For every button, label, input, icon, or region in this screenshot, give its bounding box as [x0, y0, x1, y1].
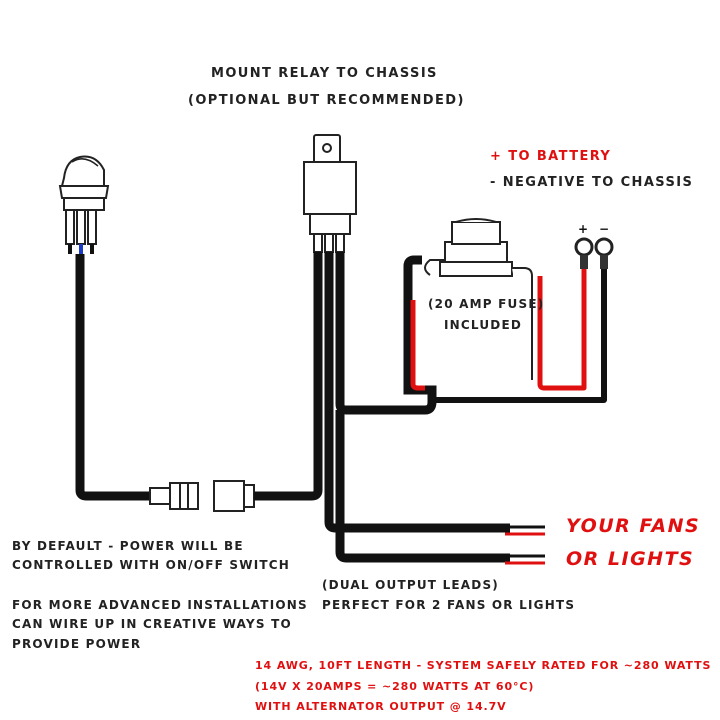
ring-terminals [574, 237, 614, 269]
spec-note-line2: (14V X 20AMPS = ~280 WATTS AT 60°C) [255, 680, 535, 693]
output-leads [505, 525, 545, 565]
relay-note-line1: MOUNT RELAY TO CHASSIS [211, 66, 438, 81]
fuse-note-line2: INCLUDED [444, 318, 522, 332]
relay [303, 134, 357, 253]
spec-note-line3: WITH ALTERNATOR OUTPUT @ 14.7V [255, 700, 507, 713]
battery-leads [410, 268, 607, 403]
spec-note-line1: 14 AWG, 10FT LENGTH - SYSTEM SAFELY RATE… [255, 659, 712, 672]
fuse-holder [403, 218, 533, 415]
switch-note-line2: CONTROLLED WITH ON/OFF SWITCH [12, 558, 290, 572]
relay-wires [254, 252, 510, 563]
switch-terminals [65, 209, 97, 254]
switch-wire [75, 254, 150, 501]
battery-positive-note: + TO BATTERY [490, 149, 612, 164]
switch-note-line5: PROVIDE POWER [12, 637, 142, 651]
relay-note-line2: (OPTIONAL BUT RECOMMENDED) [188, 93, 465, 108]
rocker-switch [58, 155, 110, 211]
switch-note-line1: BY DEFAULT - POWER WILL BE [12, 539, 244, 553]
negative-terminal-label: − [599, 222, 610, 236]
switch-note-line4: CAN WIRE UP IN CREATIVE WAYS TO [12, 617, 292, 631]
load-label-line1: YOUR FANS [566, 515, 701, 537]
inline-connector [149, 480, 255, 512]
outputs-note-line2: PERFECT FOR 2 FANS OR LIGHTS [322, 598, 576, 612]
fuse-note-line1: (20 AMP FUSE) [428, 297, 545, 311]
battery-negative-note: - NEGATIVE TO CHASSIS [490, 175, 694, 190]
switch-note-line3: FOR MORE ADVANCED INSTALLATIONS [12, 598, 308, 612]
load-label-line2: OR LIGHTS [566, 548, 695, 570]
outputs-note-line1: (DUAL OUTPUT LEADS) [322, 578, 499, 592]
positive-terminal-label: + [578, 222, 589, 236]
